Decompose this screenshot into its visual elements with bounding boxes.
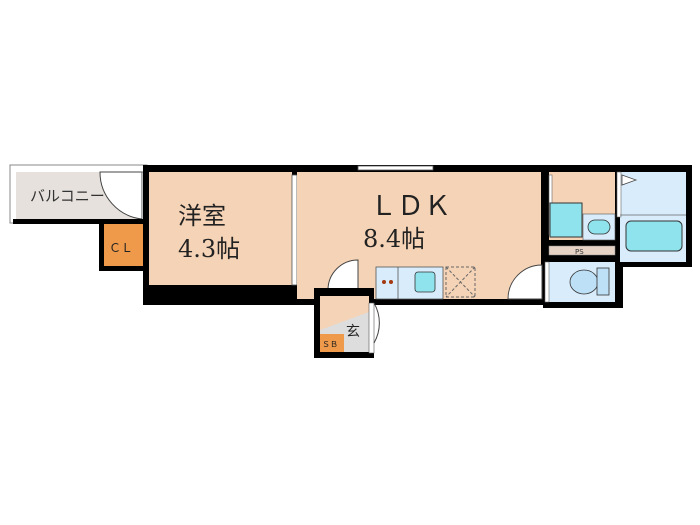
- bathroom: [616, 171, 686, 262]
- closet: ＣＬ: [99, 222, 149, 271]
- shoe-box-label: ＳＢ: [322, 340, 338, 349]
- entrance-label: 玄: [346, 323, 360, 340]
- door-swing-icon: [507, 264, 543, 300]
- shoe-box: [320, 334, 344, 352]
- balcony-label: バルコニー: [30, 187, 105, 205]
- western-room-name: 洋室: [178, 202, 226, 230]
- washing-machine-icon: [549, 202, 583, 238]
- western-room-size: 4.3帖: [178, 235, 240, 263]
- ldk-size: 8.4帖: [363, 225, 425, 253]
- closet-label: ＣＬ: [109, 241, 133, 255]
- door-swing-icon: [327, 259, 359, 291]
- entrance: ＳＢ 玄: [314, 288, 380, 358]
- stove-burner-icon: [389, 280, 393, 284]
- toilet-icon: [569, 267, 610, 296]
- door-icon: [621, 174, 638, 186]
- window: [357, 165, 434, 171]
- sink-icon: [414, 271, 436, 293]
- stove-burner-icon: [382, 280, 386, 284]
- kitchen-counter: [375, 266, 476, 300]
- bathtub-icon: [625, 220, 683, 252]
- washbasin-icon: [587, 219, 611, 235]
- pipe-space-label: PS: [575, 248, 584, 256]
- toilet-room: [544, 261, 615, 303]
- entrance-door-swing-icon[interactable]: [373, 302, 380, 344]
- fridge-space-icon: [445, 266, 476, 298]
- washroom: PS: [548, 172, 616, 256]
- ldk-room: ＬＤＫ 8.4帖: [297, 165, 543, 300]
- ldk-name: ＬＤＫ: [370, 191, 451, 222]
- sliding-door: [291, 174, 298, 286]
- western-room: 洋室 4.3帖: [149, 172, 298, 286]
- balcony: バルコニー: [9, 164, 149, 224]
- pipe-space: [548, 245, 616, 256]
